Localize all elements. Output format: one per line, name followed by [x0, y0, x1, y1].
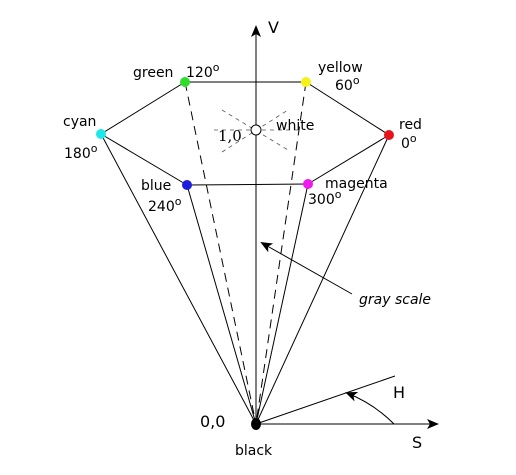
- guide-white-diag-1: [221, 109, 289, 151]
- origin-label: 0,0: [200, 412, 225, 431]
- white-value-label: 1,0: [218, 127, 242, 145]
- cone-edge-magenta: [255, 183, 309, 425]
- blue-angle-label: 240o: [148, 195, 182, 215]
- point-yellow: [301, 77, 311, 87]
- hex-edge-magenta-blue: [186, 183, 309, 186]
- yellow-label: yellow: [318, 60, 363, 76]
- h-angle-label: H: [393, 383, 405, 402]
- green-label: green: [133, 65, 173, 81]
- cone-edge-cyan: [100, 133, 257, 425]
- cone-edge-red: [255, 134, 390, 425]
- hex-edge-red-magenta: [307, 134, 390, 185]
- hex-edge-yellow-red: [305, 81, 390, 136]
- cyan-label: cyan: [63, 114, 96, 130]
- point-blue: [182, 180, 192, 190]
- v-axis-label: V: [268, 18, 279, 37]
- point-black: [251, 418, 261, 430]
- point-red: [384, 130, 394, 140]
- point-cyan: [96, 129, 106, 139]
- s-axis-label: S: [412, 433, 422, 452]
- white-label: white: [276, 118, 314, 134]
- hidden-edge-green: [184, 81, 257, 425]
- point-green: [180, 77, 190, 87]
- h-angle-arc: [345, 392, 395, 425]
- green-angle-label: 120o: [186, 61, 220, 81]
- h-ray-line: [255, 375, 396, 425]
- hex-edge-cyan-green: [100, 81, 186, 135]
- magenta-angle-label: 300o: [308, 188, 342, 208]
- gray-scale-label: gray scale: [359, 292, 431, 308]
- cone-edge-blue: [186, 184, 257, 425]
- black-label: black: [235, 443, 273, 459]
- yellow-angle-label: 60o: [335, 74, 360, 94]
- red-label: red: [399, 117, 422, 133]
- red-angle-label: 0o: [401, 132, 417, 152]
- blue-label: blue: [141, 178, 171, 194]
- guide-white-diag-2: [221, 109, 289, 153]
- hex-edge-blue-cyan: [100, 133, 188, 186]
- point-magenta: [303, 179, 313, 189]
- gray-scale-pointer: [260, 242, 353, 295]
- cyan-angle-label: 180o: [64, 142, 98, 162]
- magenta-label: magenta: [325, 176, 388, 192]
- point-white: [250, 124, 262, 136]
- hidden-edge-yellow: [255, 81, 307, 425]
